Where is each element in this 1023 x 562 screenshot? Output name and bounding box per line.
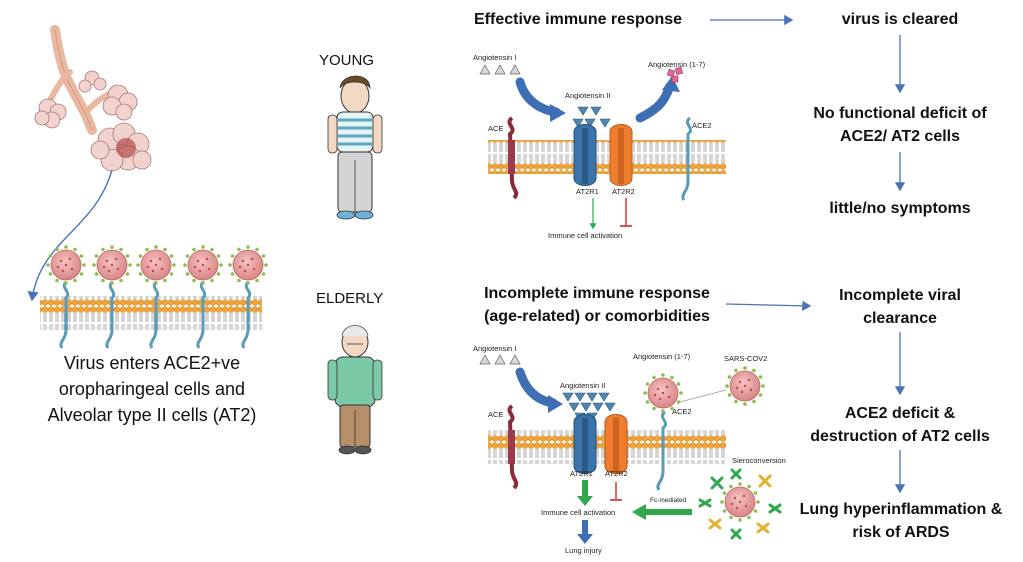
ace2-deficit-line-2: destruction of AT2 cells bbox=[810, 428, 990, 445]
elderly-person bbox=[327, 325, 383, 455]
virus-particles-left bbox=[45, 244, 269, 286]
hyperinflammation-line-2: risk of ARDS bbox=[852, 524, 950, 541]
no-functional-deficit: No functional deficit of ACE2/ AT2 cells bbox=[790, 102, 1010, 148]
incomplete-response: Incomplete immune response (age-related)… bbox=[462, 282, 732, 328]
ace2-receptors-left bbox=[59, 280, 252, 349]
little-no-symptoms: little/no symptoms bbox=[829, 200, 971, 217]
bottom-angiotensin-ii: Angiotensin II bbox=[560, 381, 606, 390]
bottom-sars-cov2: SARS-COV2 bbox=[724, 354, 768, 363]
incomplete-response-line-1: Incomplete immune response bbox=[484, 285, 710, 302]
incomplete-clearance: Incomplete viral clearance bbox=[800, 284, 1000, 330]
elderly-label: ELDERLY bbox=[316, 290, 384, 307]
hyperinflammation-line-1: Lung hyperinflammation & bbox=[799, 501, 1003, 518]
incomplete-response-line-2: (age-related) or comorbidities bbox=[484, 308, 710, 325]
caption-line-2: oropharingeal cells and bbox=[58, 379, 246, 399]
bottom-angiotensin-1-7: Angiotensin (1-7) bbox=[633, 352, 691, 361]
incomplete-clearance-line-2: clearance bbox=[863, 310, 937, 327]
bottom-at2r1: AT2R1 bbox=[570, 469, 593, 478]
pathway-top-graphics bbox=[479, 64, 726, 230]
top-angiotensin-ii: Angiotensin II bbox=[565, 91, 611, 100]
ace2-deficit: ACE2 deficit & destruction of AT2 cells bbox=[790, 402, 1010, 448]
bottom-lung-injury: Lung injury bbox=[565, 546, 602, 555]
incomplete-clearance-line-1: Incomplete viral bbox=[839, 287, 961, 304]
top-ace: ACE bbox=[488, 124, 504, 133]
bottom-fc-mediated: Fc-mediated bbox=[650, 497, 687, 504]
top-ace2: ACE2 bbox=[692, 121, 712, 130]
top-at2r2: AT2R2 bbox=[612, 187, 635, 196]
young-person bbox=[327, 75, 383, 220]
lung-illustration bbox=[27, 25, 152, 302]
bottom-at2r2: AT2R2 bbox=[605, 469, 628, 478]
top-angiotensin-1-7: Angiotensin (1-7) bbox=[648, 60, 706, 69]
ace2-deficit-line-1: ACE2 deficit & bbox=[844, 405, 956, 422]
top-immune-activation: Immune cell activation bbox=[548, 231, 623, 240]
bottom-ace2: ACE2 bbox=[672, 407, 692, 416]
flow-arrows bbox=[710, 14, 906, 494]
effective-response: Effective immune response bbox=[474, 11, 683, 28]
antibody-coated-virus bbox=[698, 468, 782, 540]
left-caption: Virus enters ACE2+ve oropharingeal cells… bbox=[22, 350, 282, 428]
caption-line-3: Alveolar type II cells (AT2) bbox=[47, 405, 257, 425]
bottom-angiotensin-i: Angiotensin I bbox=[473, 344, 517, 353]
no-deficit-line-2: ACE2/ AT2 cells bbox=[839, 128, 961, 145]
bottom-ace: ACE bbox=[488, 410, 504, 419]
bottom-immune-activation: Immune cell activation bbox=[541, 508, 616, 517]
top-at2r1: AT2R1 bbox=[576, 187, 599, 196]
top-angiotensin-i: Angiotensin I bbox=[473, 53, 517, 62]
pathway-bottom-graphics bbox=[479, 354, 782, 544]
lung-hyperinflammation: Lung hyperinflammation & risk of ARDS bbox=[785, 498, 1017, 544]
cell-membrane-left bbox=[40, 296, 262, 330]
no-deficit-line-1: No functional deficit of bbox=[813, 105, 987, 122]
young-label: YOUNG bbox=[319, 52, 375, 69]
virus-cleared: virus is cleared bbox=[841, 11, 959, 28]
bottom-seroconversion: Sieroconversion bbox=[732, 456, 786, 465]
caption-line-1: Virus enters ACE2+ve bbox=[63, 353, 241, 373]
